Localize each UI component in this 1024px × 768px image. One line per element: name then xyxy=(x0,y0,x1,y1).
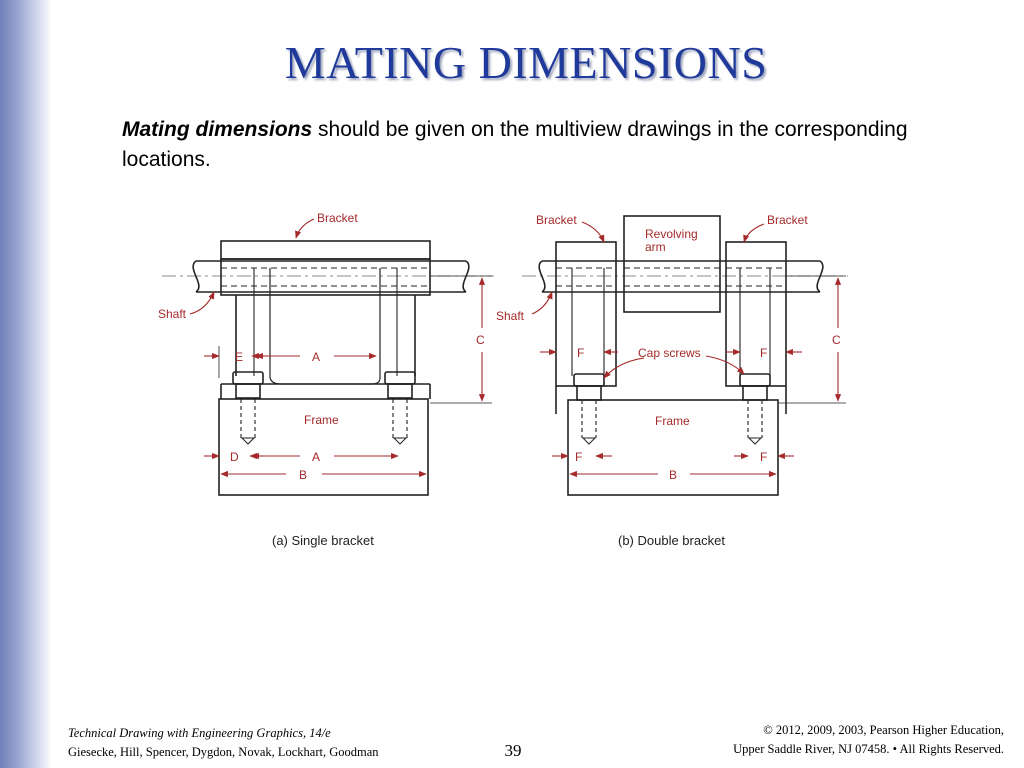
page-number: 39 xyxy=(504,741,522,760)
footer-copyright: © 2012, 2009, 2003, Pearson Higher Educa… xyxy=(733,721,1004,759)
dim-f-top-right: F xyxy=(760,346,767,360)
dim-a-top: A xyxy=(312,350,320,364)
label-frame-b: Frame xyxy=(655,414,690,428)
label-cap-screws: Cap screws xyxy=(638,346,701,360)
footer-copyright-line: © 2012, 2009, 2003, Pearson Higher Educa… xyxy=(763,723,1004,737)
dim-c-a: C xyxy=(476,333,485,347)
dim-d: D xyxy=(230,450,239,464)
label-shaft-a: Shaft xyxy=(158,307,187,321)
footer-citation: Technical Drawing with Engineering Graph… xyxy=(68,724,379,762)
footer-book-title: Technical Drawing with Engineering Graph… xyxy=(68,726,331,740)
dim-e: E xyxy=(235,350,243,364)
label-bracket-a: Bracket xyxy=(317,211,358,225)
dim-a-bottom: A xyxy=(312,450,320,464)
label-bracket-b-right: Bracket xyxy=(767,213,808,227)
label-frame-a: Frame xyxy=(304,413,339,427)
dim-b-b: B xyxy=(669,468,677,482)
dim-f-bottom-right: F xyxy=(760,450,767,464)
dim-b-a: B xyxy=(299,468,307,482)
side-gradient-bar xyxy=(0,0,52,768)
label-revolving-line2: arm xyxy=(645,240,666,254)
dim-f-bottom-left: F xyxy=(575,450,582,464)
dim-f-top-left: F xyxy=(577,346,584,360)
label-bracket-b-left: Bracket xyxy=(536,213,577,227)
footer-authors: Giesecke, Hill, Spencer, Dygdon, Novak, … xyxy=(68,745,379,759)
single-bracket-drawing xyxy=(162,240,494,496)
caption-single-bracket: (a) Single bracket xyxy=(272,533,374,548)
double-bracket-dimensions xyxy=(531,221,842,478)
body-lead-term: Mating dimensions xyxy=(122,118,313,141)
body-rest-text: should be given on the multiview drawing… xyxy=(122,118,908,171)
caption-double-bracket: (b) Double bracket xyxy=(618,533,725,548)
label-shaft-b: Shaft xyxy=(496,309,525,323)
slide-title: MATING DIMENSIONS xyxy=(284,37,768,88)
slide-body-text: Mating dimensions should be given on the… xyxy=(122,115,942,175)
footer-address-line: Upper Saddle River, NJ 07458. • All Righ… xyxy=(733,742,1004,756)
single-bracket-dimensions xyxy=(189,218,486,478)
dim-c-b: C xyxy=(832,333,841,347)
label-revolving-line1: Revolving xyxy=(645,227,698,241)
double-bracket-drawing xyxy=(522,215,848,496)
